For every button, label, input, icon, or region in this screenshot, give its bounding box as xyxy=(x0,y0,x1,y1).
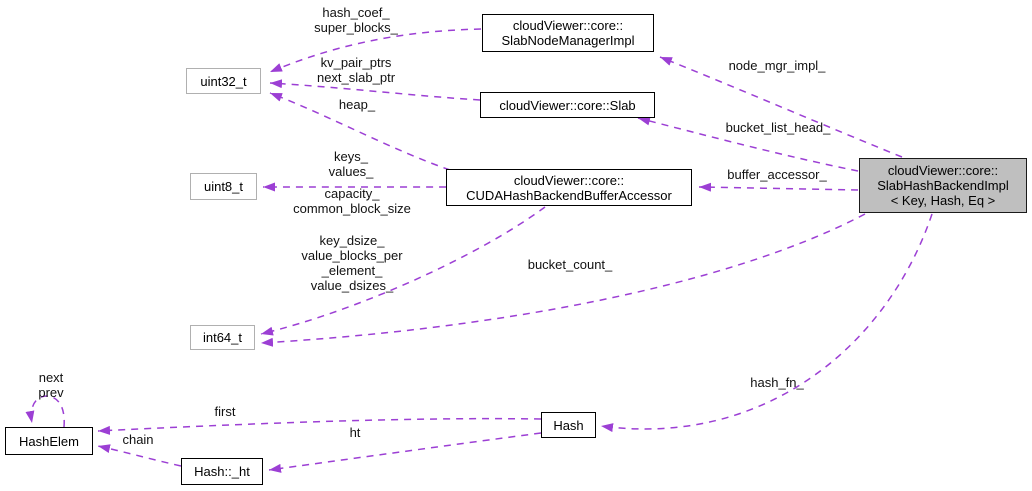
edge-hash-fn xyxy=(600,213,933,433)
node-cuda-hash-backend-buffer-accessor[interactable]: cloudViewer::core:: CUDAHashBackendBuffe… xyxy=(446,169,692,206)
edge-label-ht: ht xyxy=(349,425,361,440)
edge-heap xyxy=(269,92,451,171)
edge-buffer-accessor xyxy=(698,182,859,192)
edge-label-hash-fn: hash_fn_ xyxy=(750,375,804,390)
edge-bucket-list-head xyxy=(637,116,859,172)
edge-hash-coef-super-blocks xyxy=(269,28,482,73)
edge-node-mgr-impl xyxy=(659,56,903,158)
edge-bucket-count xyxy=(260,213,866,347)
edge-chain xyxy=(97,444,182,467)
edge-label-bucket-list-head: bucket_list_head_ xyxy=(725,120,831,135)
node-uint32-t: uint32_t xyxy=(186,68,261,94)
edge-label-hash-coef-super-blocks: hash_coef_ super_blocks_ xyxy=(314,5,398,35)
edge-key-dsize xyxy=(260,206,546,336)
edge-label-next-prev: next prev xyxy=(38,370,64,400)
edge-label-chain: chain xyxy=(122,432,154,447)
edge-first xyxy=(97,417,542,435)
edge-label-capacity-common-block-size: capacity_ common_block_size xyxy=(293,186,411,216)
edge-label-buffer-accessor: buffer_accessor_ xyxy=(727,167,827,182)
node-hashelem[interactable]: HashElem xyxy=(5,427,93,455)
node-slab[interactable]: cloudViewer::core::Slab xyxy=(480,92,655,118)
edge-label-key-dsize: key_dsize_ value_blocks_per _element_ va… xyxy=(301,233,403,293)
edge-label-node-mgr-impl: node_mgr_impl_ xyxy=(728,58,826,73)
edge-label-heap: heap_ xyxy=(338,97,376,112)
edge-label-bucket-count: bucket_count_ xyxy=(527,257,613,272)
edge-ht xyxy=(268,432,542,473)
edge-label-first: first xyxy=(214,404,236,419)
edge-kv-pair-ptrs-next-slab-ptr xyxy=(269,79,481,101)
node-hash[interactable]: Hash xyxy=(541,412,596,438)
node-uint8-t: uint8_t xyxy=(190,173,257,200)
edge-label-keys-values: keys_ values_ xyxy=(328,149,374,179)
node-hash-ht[interactable]: Hash::_ht xyxy=(181,458,263,485)
edge-next-prev-self-loop xyxy=(25,395,65,428)
node-slab-node-manager-impl[interactable]: cloudViewer::core:: SlabNodeManagerImpl xyxy=(482,14,654,52)
edge-label-kv-pair-ptrs-next-slab-ptr: kv_pair_ptrs next_slab_ptr xyxy=(316,55,396,85)
node-slab-hash-backend-impl: cloudViewer::core:: SlabHashBackendImpl … xyxy=(859,158,1027,213)
node-int64-t: int64_t xyxy=(190,325,255,350)
